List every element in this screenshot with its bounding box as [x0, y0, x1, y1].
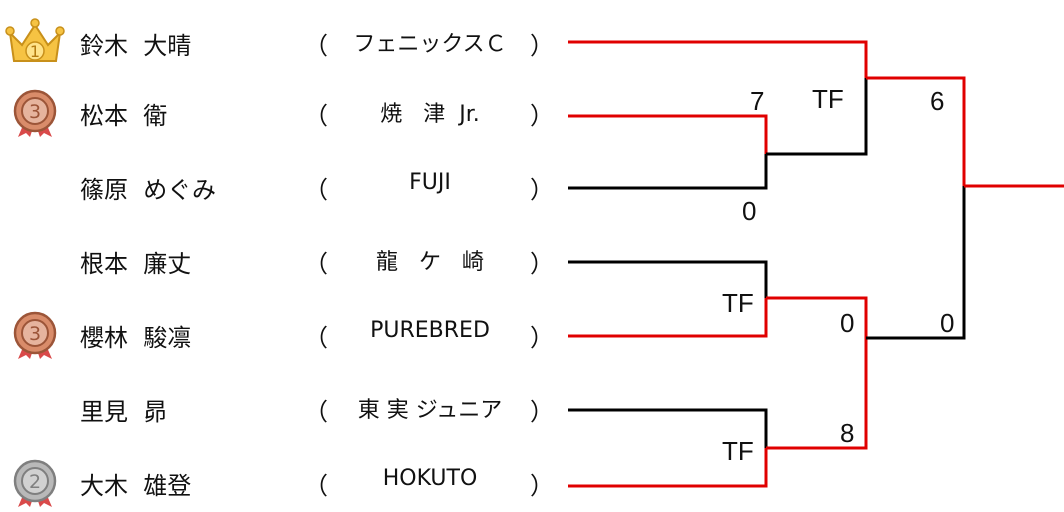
team-name: FUJI [409, 170, 451, 195]
player-name: 鈴木 大晴 [80, 32, 192, 60]
player-row: 根本 廉丈 （ 龍 ケ 崎 ） [0, 236, 560, 282]
team-name: 東 実 ジュニア [357, 398, 503, 423]
score-sf2-bottom: 8 [840, 418, 855, 448]
paren-close: ） [530, 472, 554, 500]
score-r1-m1-top: 7 [750, 86, 765, 116]
line-p3 [568, 154, 768, 190]
player-name: 里見 昴 [80, 398, 168, 426]
player-row: 2 大木 雄登 （ HOKUTO ） [0, 457, 560, 507]
paren-open: （ [304, 32, 328, 60]
medal-icon: 3 [4, 87, 66, 137]
paren-open: （ [304, 398, 328, 426]
line-r1m1-out [766, 78, 868, 156]
score-sf1-top: TF [812, 84, 844, 114]
paren-close: ） [530, 102, 554, 130]
paren-open: （ [304, 102, 328, 130]
team-name: HOKUTO [382, 466, 478, 491]
paren-close: ） [530, 398, 554, 426]
crown-icon: 1 [4, 17, 66, 67]
paren-open: （ [304, 324, 328, 352]
paren-open: （ [304, 472, 328, 500]
line-sf1-out [866, 76, 966, 186]
paren-close: ） [530, 176, 554, 204]
score-sf2-top: 0 [840, 308, 855, 338]
team-name: PUREBRED [370, 318, 490, 343]
svg-text:3: 3 [29, 323, 41, 345]
player-name: 大木 雄登 [80, 472, 192, 500]
score-final-top: 6 [930, 86, 945, 116]
line-p7 [568, 448, 768, 488]
line-p6 [568, 408, 768, 448]
team-name: 焼 津 Jr. [380, 102, 480, 127]
line-r1m3-out [766, 338, 868, 450]
medal-icon: 2 [4, 457, 66, 507]
paren-open: （ [304, 250, 328, 278]
player-row: 3 櫻林 駿凛 （ PUREBRED ） [0, 309, 560, 359]
score-r1-m2: TF [722, 288, 754, 318]
line-p4 [568, 260, 768, 298]
line-p2 [568, 114, 768, 154]
player-name: 根本 廉丈 [80, 250, 192, 278]
player-row: 里見 昴 （ 東 実 ジュニア ） [0, 384, 560, 430]
player-row: 篠原 めぐみ （ FUJI ） [0, 162, 560, 208]
svg-text:2: 2 [29, 471, 41, 493]
paren-close: ） [530, 324, 554, 352]
player-name: 櫻林 駿凛 [80, 324, 192, 352]
player-name: 松本 衛 [80, 102, 168, 130]
line-p5 [568, 298, 768, 338]
paren-close: ） [530, 32, 554, 60]
player-row: 1 鈴木 大晴 （ フェニックスＣ ） [0, 18, 560, 64]
medal-icon: 3 [4, 309, 66, 359]
line-sf2-out [866, 186, 966, 340]
line-p1 [568, 40, 868, 78]
score-final-bottom: 0 [940, 308, 955, 338]
team-name: 龍 ケ 崎 [376, 250, 484, 275]
paren-close: ） [530, 250, 554, 278]
team-name: フェニックスＣ [353, 32, 507, 57]
score-r1-m3: TF [722, 436, 754, 466]
paren-open: （ [304, 176, 328, 204]
svg-text:1: 1 [30, 42, 40, 61]
line-r1m2-out [766, 296, 868, 338]
player-row: 3 松本 衛 （ 焼 津 Jr. ） [0, 87, 560, 137]
score-r1-m1-bottom: 0 [742, 196, 757, 226]
svg-text:3: 3 [29, 101, 41, 123]
player-name: 篠原 めぐみ [80, 176, 216, 204]
